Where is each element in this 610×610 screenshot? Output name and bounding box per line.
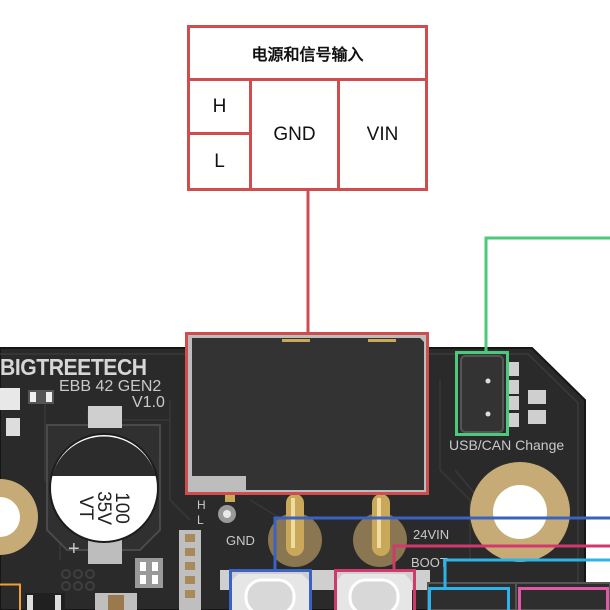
boot-button-highlight — [334, 569, 416, 610]
usb-can-highlight — [455, 351, 509, 436]
table-cell-gnd: GND — [273, 123, 316, 145]
reset-callout-line — [273, 516, 610, 570]
silk-boot: BOOT — [411, 555, 448, 570]
table-cell-h: H — [212, 95, 227, 117]
reset-button-part — [230, 574, 310, 610]
table-cell-vin: VIN — [366, 123, 399, 145]
port-pink-highlight — [518, 587, 609, 610]
power-connector — [192, 338, 424, 490]
usb-can-jumper — [460, 355, 504, 433]
usb-can-callout-line — [484, 236, 610, 352]
polarity-plus: + — [68, 538, 80, 560]
boot-button-part — [335, 574, 412, 610]
silk-gnd: GND — [226, 533, 255, 548]
silk-h: H — [197, 498, 206, 512]
brand-logo: BIGTREETECH — [0, 354, 147, 380]
silk-24vin: 24VIN — [413, 527, 450, 542]
version-label: V1.0 — [132, 394, 165, 411]
silk-l: L — [197, 513, 204, 527]
power-connector-highlight — [185, 332, 429, 495]
power-signal-label-table: 电源和信号输入 H L GND VIN — [187, 25, 428, 191]
boot-callout-line — [392, 544, 610, 570]
port-orange-highlight — [0, 583, 21, 610]
usb-can-change-label: USB/CAN Change — [449, 437, 565, 453]
reset-button-highlight — [229, 569, 312, 610]
table-title: 电源和信号输入 — [251, 47, 364, 64]
port-blue-highlight — [428, 587, 510, 610]
table-cell-l: L — [214, 150, 225, 172]
port-blue-callout-line — [443, 558, 610, 588]
model-label: EBB 42 GEN2 — [59, 378, 162, 395]
